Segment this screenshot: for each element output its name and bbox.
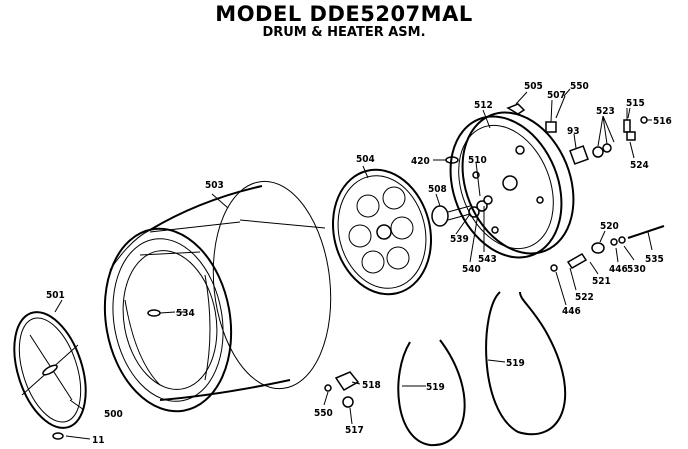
small-parts (506, 95, 665, 272)
part-label-501: 501 (46, 290, 65, 301)
model-title: MODEL DDE5207MAL (215, 2, 473, 26)
part-label-11: 11 (92, 435, 105, 446)
part-label-519-left: 519 (426, 382, 445, 393)
part-label-534: 534 (176, 308, 195, 319)
lower-hardware (52, 371, 360, 440)
part-label-512: 512 (474, 100, 493, 111)
part-label-550-top: 550 (570, 81, 589, 92)
part-label-420: 420 (411, 156, 430, 167)
part-label-539: 539 (450, 234, 469, 245)
heater-housing (449, 111, 575, 259)
part-label-507: 507 (547, 90, 566, 101)
part-label-518: 518 (362, 380, 381, 391)
part-label-505: 505 (524, 81, 543, 92)
part-label-500: 500 (104, 409, 123, 420)
drum (103, 180, 332, 413)
part-label-508: 508 (428, 184, 447, 195)
leader-lines (54, 88, 653, 440)
part-label-550-lower: 550 (314, 408, 333, 419)
part-label-517: 517 (345, 425, 364, 436)
part-label-510: 510 (468, 155, 487, 166)
part-label-519-right: 519 (506, 358, 525, 369)
part-label-535: 535 (645, 254, 664, 265)
part-label-503: 503 (205, 180, 224, 191)
front-seal-ring (13, 311, 87, 429)
part-label-524: 524 (630, 160, 649, 171)
part-label-446-lower: 446 (562, 306, 581, 317)
part-label-540: 540 (462, 264, 481, 275)
part-label-530: 530 (627, 264, 646, 275)
drive-belts (397, 291, 567, 447)
part-labels: 501 500 11 503 534 504 420 508 510 539 5… (46, 81, 672, 446)
part-label-515: 515 (626, 98, 645, 109)
part-label-93: 93 (567, 126, 580, 137)
part-label-516: 516 (653, 116, 672, 127)
part-label-521: 521 (592, 276, 611, 287)
assembly-subtitle: DRUM & HEATER ASM. (262, 25, 426, 40)
part-label-446-right: 446 (609, 264, 628, 275)
part-label-523: 523 (596, 106, 615, 117)
part-label-543: 543 (478, 254, 497, 265)
shaft-assembly (431, 156, 493, 227)
part-label-522: 522 (575, 292, 594, 303)
rear-drum-bulkhead (331, 168, 433, 296)
part-label-520: 520 (600, 221, 619, 232)
part-label-504: 504 (356, 154, 375, 165)
